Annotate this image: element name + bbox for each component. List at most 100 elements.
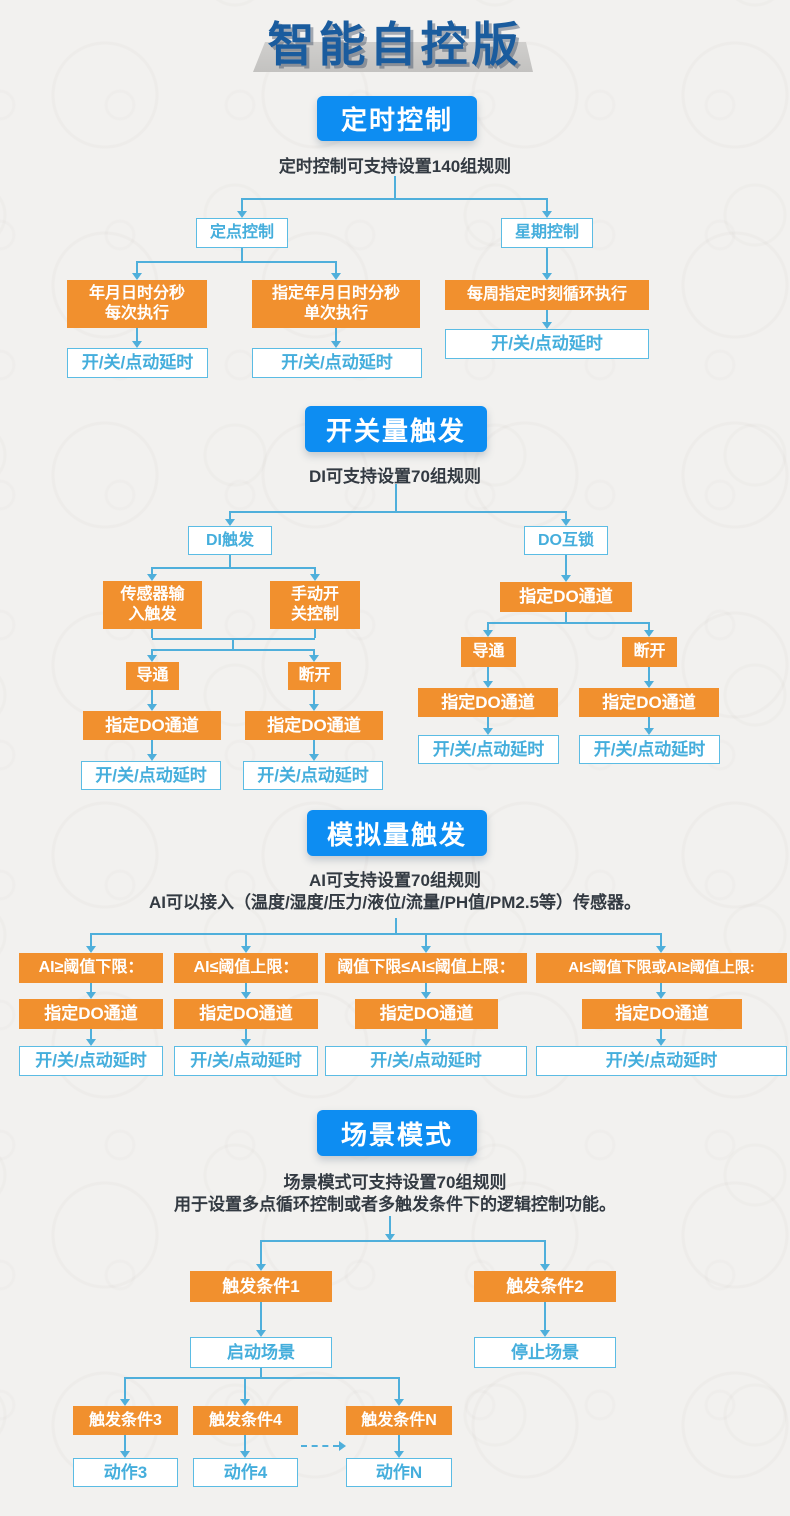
connector-line [136,261,138,274]
connector-line [137,261,336,263]
arrow-down-icon [644,681,654,688]
connector-line [488,622,649,624]
node-on-off-jog-delay: 开/关/点动延时 [243,761,383,790]
section-button-analog-trigger: 模拟量触发 [307,810,487,856]
arrow-down-icon [394,1399,404,1406]
node-on-off-jog-delay: 开/关/点动延时 [81,761,221,790]
arrow-down-icon [331,341,341,348]
connector-line [151,629,153,638]
node-on-off-jog-delay: 开/关/点动延时 [252,348,422,378]
node-stop-scene: 停止场景 [474,1337,616,1368]
node-on-off-jog-delay: 开/关/点动延时 [19,1046,163,1076]
arrow-down-icon [241,992,251,999]
arrow-down-icon [256,1330,266,1337]
connector-line [544,1302,546,1331]
node-weekly-control: 星期控制 [501,218,593,248]
connector-line [395,918,397,933]
connector-line [335,261,337,274]
arrow-down-icon [86,992,96,999]
node-di-trigger: DI触发 [188,526,272,555]
arrow-down-icon [540,1264,550,1271]
arrow-down-icon [483,728,493,735]
caption-di-rules: DI可支持设置70组规则 [309,467,481,486]
connector-line [425,1029,427,1040]
caption-ai-rules: AI可支持设置70组规则 [309,871,481,890]
connector-line [151,649,153,656]
node-assign-do-channel: 指定DO通道 [500,582,632,612]
connector-line [544,1240,546,1265]
connector-line [395,484,397,511]
caption-scene-rules: 场景模式可支持设置70组规则 [283,1173,507,1192]
node-do-interlock: DO互锁 [524,526,608,555]
arrow-down-icon [147,704,157,711]
section-button-scene-mode: 场景模式 [317,1110,477,1156]
connector-line [152,567,315,569]
connector-line [487,622,489,631]
node-disconnect: 断开 [288,662,341,690]
connector-line [260,1302,262,1331]
arrow-down-icon [644,630,654,637]
connector-line [389,1216,391,1235]
arrow-down-icon [120,1451,130,1458]
connector-line [232,638,234,649]
node-assign-do-channel: 指定DO通道 [174,999,318,1029]
arrow-down-icon [656,1039,666,1046]
connector-line [261,1240,545,1242]
connector-line [660,933,662,947]
arrow-down-icon [310,574,320,581]
arrow-down-icon [561,575,571,582]
arrow-down-icon [86,1039,96,1046]
connector-line [125,1377,399,1379]
connector-line [260,1368,262,1378]
arrow-down-icon [240,1399,250,1406]
arrow-down-icon [385,1234,395,1241]
arrow-down-icon [237,211,247,218]
arrow-down-icon [542,211,552,218]
connector-line [229,555,231,567]
connector-line [260,1240,262,1265]
arrow-down-icon [421,992,431,999]
connector-line [546,310,548,323]
node-disconnect: 断开 [622,637,677,667]
connector-line [314,567,316,575]
connector-line [90,983,92,993]
node-on-off-jog-delay: 开/关/点动延时 [418,735,559,764]
arrow-down-icon [120,1399,130,1406]
arrow-down-icon [421,946,431,953]
node-trigger-condition-4: 触发条件4 [193,1406,298,1435]
arrow-down-icon [309,754,319,761]
arrow-down-icon [132,273,142,280]
arrow-down-icon [225,519,235,526]
node-ymdhms-once: 指定年月日时分秒 单次执行 [252,280,420,328]
node-ai-above-lower-threshold: AI≥阈值下限： [19,953,163,983]
node-assign-do-channel: 指定DO通道 [579,688,719,717]
node-on-off-jog-delay: 开/关/点动延时 [445,329,649,359]
arrow-down-icon [241,1039,251,1046]
connector-line [648,622,650,631]
node-trigger-condition-1: 触发条件1 [190,1271,332,1302]
caption-ai-sensors: AI可以接入（温度/湿度/压力/液位/流量/PH值/PM2.5等）传感器。 [148,893,642,912]
node-assign-do-channel: 指定DO通道 [582,999,742,1029]
arrow-down-icon [656,992,666,999]
connector-line [124,1435,126,1452]
arrow-down-icon [542,322,552,329]
connector-line [124,1377,126,1400]
node-sensor-input-trigger: 传感器输 入触发 [103,581,202,629]
node-ai-outside-thresholds: AI≤阈值下限或AI≥阈值上限: [536,953,787,983]
node-on-off-jog-delay: 开/关/点动延时 [536,1046,787,1076]
connector-line [335,328,337,342]
node-action-3: 动作3 [73,1458,178,1487]
arrow-down-icon [132,341,142,348]
page-title: 智能自控版 [267,18,523,71]
node-assign-do-channel: 指定DO通道 [355,999,498,1029]
arrow-down-icon [309,704,319,711]
arrow-right-icon [339,1441,346,1451]
connector-line [151,690,153,705]
node-conduct: 导通 [461,637,516,667]
connector-line [565,511,567,520]
connector-line [394,176,396,198]
arrow-down-icon [309,655,319,662]
connector-line [151,740,153,755]
node-action-n: 动作N [346,1458,452,1487]
arrow-down-icon [256,1264,266,1271]
